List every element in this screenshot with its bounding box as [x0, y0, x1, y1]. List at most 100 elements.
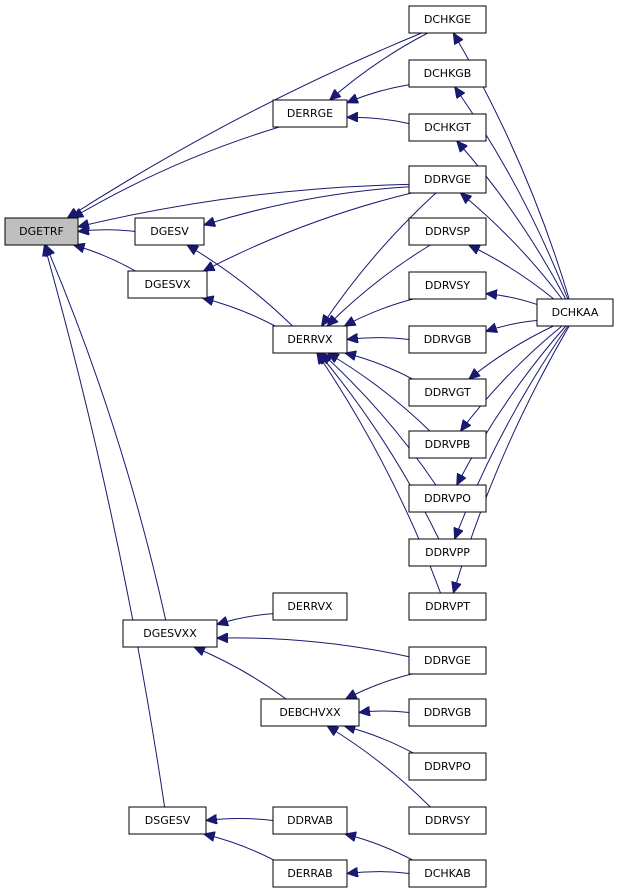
node-dgesv[interactable]: DGESV	[134, 217, 205, 246]
edge-dgesvx-to-dgetrf	[74, 245, 136, 272]
edge-dchkgb-to-derrge	[347, 84, 410, 103]
node-label-derrge: DERRGE	[287, 107, 333, 120]
node-ddrvpt[interactable]: DDRVPT	[408, 592, 487, 621]
edge-dgesvxx-to-dgetrf	[46, 245, 167, 621]
node-ddrvsy-1[interactable]: DDRVSY	[408, 271, 487, 300]
node-box-ddrvsy-2	[408, 806, 487, 835]
node-box-ddrvgb-1	[408, 325, 487, 354]
edge-ddrvge-2-to-dgesvxx	[217, 638, 410, 658]
edge-dgesv-to-dgetrf	[78, 230, 136, 232]
node-debchvxx[interactable]: DEBCHVXX	[260, 698, 360, 727]
node-ddrvgb-2[interactable]: DDRVGB	[408, 698, 487, 727]
node-label-dgesv: DGESV	[150, 225, 189, 238]
node-label-ddrvge-2: DDRVGE	[424, 654, 471, 667]
node-label-ddrvsp: DDRVSP	[425, 225, 470, 238]
node-dchkgb[interactable]: DCHKGB	[408, 59, 487, 88]
node-label-ddrvgb-2: DDRVGB	[424, 706, 472, 719]
edge-ddrvge-1-to-dgetrf	[78, 183, 410, 226]
edge-ddrvge-1-to-dgesvx	[204, 192, 412, 271]
edge-dchkaa-to-dchkgb	[455, 87, 569, 300]
node-derrab[interactable]: DERRAB	[272, 859, 348, 888]
node-label-ddrvgt: DDRVGT	[424, 386, 471, 399]
node-dgetrf[interactable]: DGETRF	[4, 217, 79, 246]
node-dchkaa[interactable]: DCHKAA	[536, 298, 614, 327]
edge-dchkge-to-dgetrf	[67, 32, 422, 218]
edge-dchkaa-to-ddrvpb	[461, 325, 563, 431]
node-dchkab[interactable]: DCHKAB	[408, 859, 487, 888]
node-box-dchkab	[408, 859, 487, 888]
node-label-dchkab: DCHKAB	[424, 867, 471, 880]
node-ddrvge-2[interactable]: DDRVGE	[408, 646, 487, 675]
edges-layer	[44, 32, 570, 874]
node-dgesvx[interactable]: DGESVX	[127, 270, 208, 299]
node-box-ddrvpb	[408, 430, 487, 459]
node-ddrvsy-2[interactable]: DDRVSY	[408, 806, 487, 835]
node-derrvx-2[interactable]: DERRVX	[272, 592, 348, 621]
edge-ddrvab-to-dsgesv	[206, 818, 274, 820]
node-box-dgesv	[134, 217, 205, 246]
node-box-ddrvge-1	[408, 165, 487, 194]
edge-derrvx-1-to-dgesvx	[202, 298, 276, 327]
node-label-ddrvpo-1: DDRVPO	[424, 492, 471, 505]
node-label-dsgesv: DSGESV	[145, 814, 191, 827]
node-box-ddrvpo-2	[408, 752, 487, 781]
edge-derrge-to-dgetrf	[72, 126, 280, 218]
node-label-derrvx-1: DERRVX	[287, 333, 333, 346]
node-label-ddrvge-1: DDRVGE	[424, 173, 471, 186]
edge-dchkaa-to-ddrvsy-1	[486, 294, 538, 305]
edge-ddrvsy-1-to-derrvx-1	[344, 298, 414, 326]
node-ddrvgb-1[interactable]: DDRVGB	[408, 325, 487, 354]
edge-dchkaa-to-ddrvge-1	[460, 193, 563, 300]
node-derrvx-1[interactable]: DERRVX	[272, 325, 348, 354]
node-label-dchkgb: DCHKGB	[424, 67, 472, 80]
node-dchkge[interactable]: DCHKGE	[408, 5, 487, 34]
node-box-ddrvge-2	[408, 646, 487, 675]
edge-ddrvsy-2-to-debchvxx	[327, 726, 431, 808]
edge-ddrvge-1-to-derrvx-1	[322, 192, 437, 326]
node-derrge[interactable]: DERRGE	[272, 99, 348, 128]
node-box-dchkge	[408, 5, 487, 34]
node-box-dgesvxx	[122, 619, 218, 648]
node-ddrvge-1[interactable]: DDRVGE	[408, 165, 487, 194]
edge-ddrvpp-to-derrvx-1	[319, 353, 440, 540]
node-ddrvpp[interactable]: DDRVPP	[408, 538, 487, 567]
node-box-dchkgb	[408, 59, 487, 88]
node-label-ddrvpb: DDRVPB	[425, 438, 471, 451]
node-dsgesv[interactable]: DSGESV	[128, 806, 207, 835]
node-dchkgt[interactable]: DCHKGT	[408, 113, 487, 142]
node-box-ddrvsy-1	[408, 271, 487, 300]
edge-ddrvgb-1-to-derrvx-1	[347, 338, 410, 340]
node-ddrvsp[interactable]: DDRVSP	[408, 217, 487, 246]
node-box-dchkgt	[408, 113, 487, 142]
node-ddrvpo-1[interactable]: DDRVPO	[408, 484, 487, 513]
edge-dchkge-to-derrge	[330, 32, 428, 100]
edge-ddrvsp-to-derrvx-1	[327, 244, 431, 326]
node-box-dgetrf	[4, 217, 79, 246]
node-label-dgesvx: DGESVX	[145, 278, 191, 291]
edge-derrab-to-dsgesv	[204, 834, 274, 861]
node-label-ddrvpo-2: DDRVPO	[424, 760, 471, 773]
node-ddrvpo-2[interactable]: DDRVPO	[408, 752, 487, 781]
node-box-derrab	[272, 859, 348, 888]
edge-ddrvge-2-to-debchvxx	[346, 673, 412, 699]
node-ddrvpb[interactable]: DDRVPB	[408, 430, 487, 459]
node-ddrvab[interactable]: DDRVAB	[272, 806, 348, 835]
node-box-ddrvgb-2	[408, 698, 487, 727]
node-dgesvxx[interactable]: DGESVXX	[122, 619, 218, 648]
edge-ddrvpb-to-derrvx-1	[328, 353, 431, 432]
edge-dchkaa-to-ddrvgb-1	[486, 320, 538, 332]
edge-dchkaa-to-dchkgt	[457, 141, 567, 300]
node-ddrvgt[interactable]: DDRVGT	[408, 378, 487, 407]
node-label-derrvx-2: DERRVX	[287, 600, 333, 613]
node-box-derrge	[272, 99, 348, 128]
edge-derrvx-1-to-dgesv	[187, 245, 293, 327]
edge-ddrvge-1-to-dgesv	[204, 186, 410, 225]
node-label-dgetrf: DGETRF	[19, 225, 64, 238]
node-label-dchkge: DCHKGE	[424, 13, 471, 26]
edge-dchkgt-to-derrge	[347, 117, 410, 125]
node-label-debchvxx: DEBCHVXX	[279, 706, 341, 719]
edge-dchkaa-to-ddrvpo-1	[457, 325, 567, 485]
edge-dchkaa-to-ddrvsp	[469, 245, 555, 300]
node-label-dchkaa: DCHKAA	[552, 306, 599, 319]
